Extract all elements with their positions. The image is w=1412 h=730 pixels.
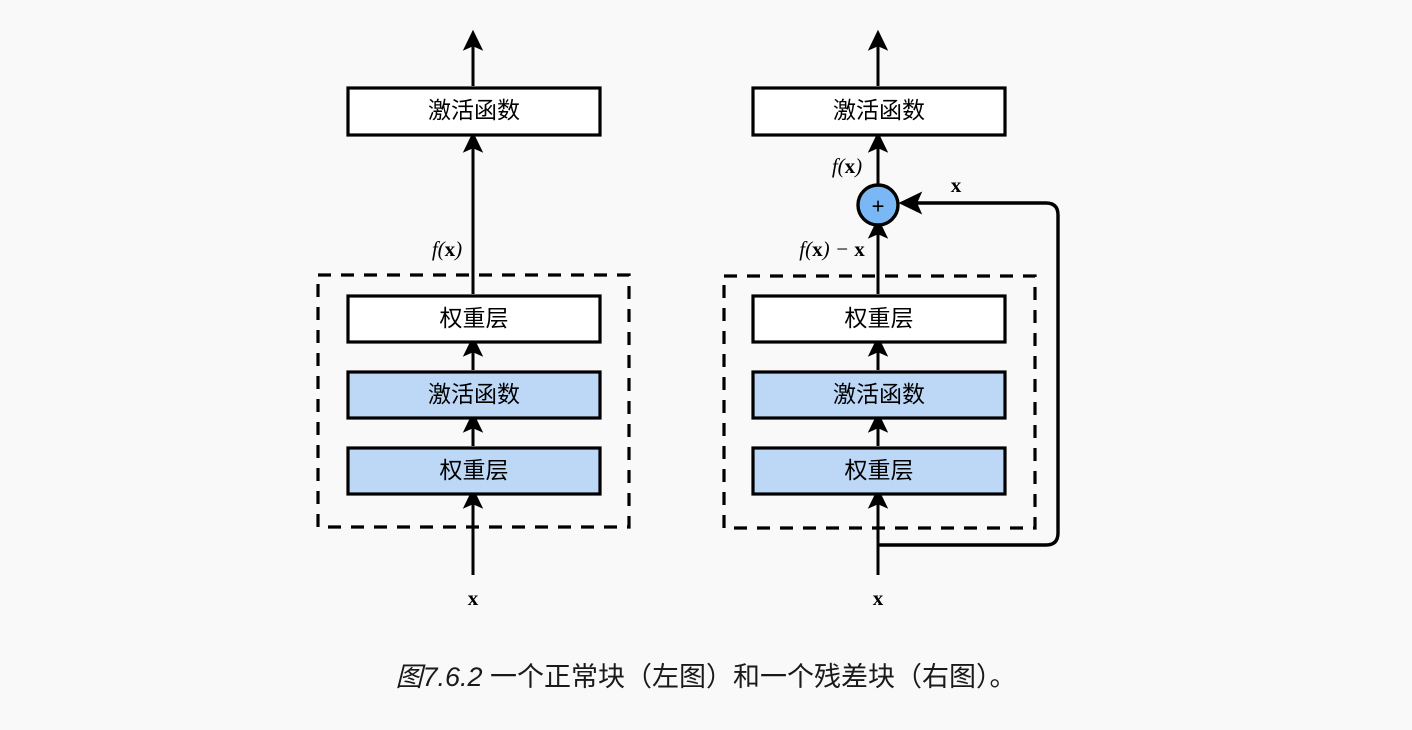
left-activation-top-label: 激活函数 — [428, 97, 520, 123]
right-input-label: x — [873, 586, 884, 610]
left-activation-top-box — [346, 86, 602, 137]
right-activation-mid-label: 激活函数 — [833, 381, 925, 407]
right-activation-top-box — [751, 86, 1007, 137]
right-weight-layer-bottom-label: 权重层 — [845, 457, 914, 483]
right-signal-label: f(x) — [832, 154, 862, 178]
plus-icon: + — [872, 194, 885, 219]
skip-connection-label: x — [951, 173, 962, 197]
left-signal-label: f(x) — [432, 237, 462, 261]
left-activation-mid-box — [346, 370, 602, 420]
left-weight-layer-bottom-box — [346, 446, 602, 496]
skip-connection-path — [878, 191, 1060, 547]
left-input-label: x — [468, 586, 479, 610]
left-activation-mid-label: 激活函数 — [428, 381, 520, 407]
right-activation-top-label: 激活函数 — [833, 97, 925, 123]
left-weight-layer-top-box — [346, 294, 602, 344]
right-weight-layer-top-box — [751, 294, 1007, 344]
right-weight-layer-top-label: 权重层 — [845, 305, 914, 331]
right-weight-layer-bottom-box — [751, 446, 1007, 496]
sum-node-circle — [856, 183, 900, 227]
right-activation-mid-box — [751, 370, 1007, 420]
figure-caption-text: 一个正常块（左图）和一个残差块（右图）。 — [482, 662, 1017, 692]
left-normal-block: 权重层 激活函数 权重层 f(x) 激活函数 x — [316, 29, 631, 610]
left-weight-layer-top-label: 权重层 — [440, 305, 509, 331]
figure-caption-number: 图7.6.2 — [395, 662, 483, 692]
left-weight-layer-bottom-label: 权重层 — [440, 457, 509, 483]
figure-caption: 图7.6.2 一个正常块（左图）和一个残差块（右图）。 — [0, 655, 1412, 694]
right-residual-block: x 权重层 激活函数 权重层 f(x) − x — [722, 29, 1060, 610]
right-residual-label: f(x) − x — [799, 237, 865, 261]
